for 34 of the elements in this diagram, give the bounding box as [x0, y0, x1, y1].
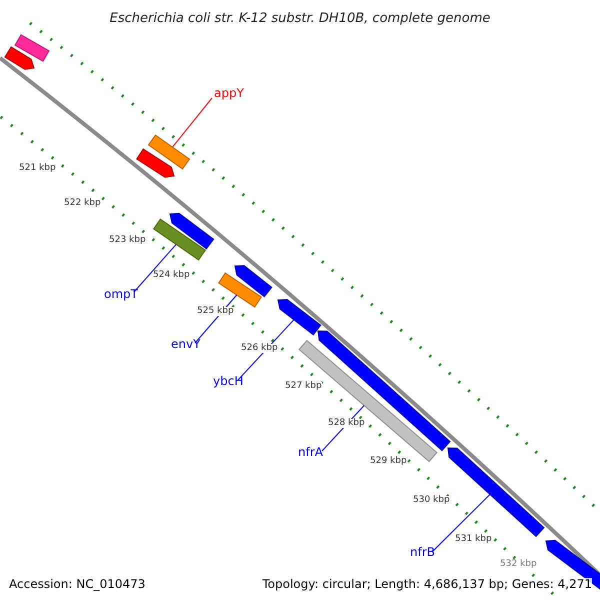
leader-line: [238, 319, 294, 380]
genome-info-text: Topology: circular; Length: 4,686,137 bp; Genes: 4,271: [262, 578, 592, 590]
tick-label: 523 kbp: [109, 236, 146, 245]
gene-label: ompT: [104, 288, 138, 300]
gene-feature: [4, 46, 35, 70]
leader-line: [432, 494, 490, 552]
tick-label: 526 kbp: [241, 344, 278, 353]
gene-feature: [277, 299, 322, 336]
gene-label: envY: [171, 338, 200, 350]
tick-label: 528 kbp: [328, 419, 365, 428]
gene-block: [14, 34, 50, 62]
accession-text: Accession: NC_010473: [9, 578, 146, 590]
gene-label: nfrB: [410, 546, 435, 558]
gene-feature: [234, 265, 272, 298]
tick-label: 521 kbp: [19, 164, 56, 173]
tick-label: 530 kbp: [413, 496, 450, 505]
tick-label: 527 kbp: [285, 382, 322, 391]
leader-line: [172, 98, 212, 148]
tick-label: 522 kbp: [64, 199, 101, 208]
tick-label: 532 kbp: [500, 560, 537, 569]
gene-block: [152, 218, 206, 261]
tick-label: 529 kbp: [370, 457, 407, 466]
tick-label: 524 kbp: [153, 271, 190, 280]
gene-feature: [169, 212, 214, 250]
gene-block: [218, 272, 262, 308]
tick-label: 531 kbp: [455, 535, 492, 544]
leader-line: [134, 244, 177, 292]
diagram-title: Escherichia coli str. K-12 substr. DH10B, complete genome: [108, 12, 492, 25]
gene-block: [148, 134, 190, 170]
tick-label: 525 kbp: [197, 307, 234, 316]
gene-label: ybcH: [213, 375, 244, 387]
gene-feature: [136, 148, 175, 178]
gene-label: appY: [214, 87, 244, 99]
gene-label: nfrA: [298, 446, 323, 458]
